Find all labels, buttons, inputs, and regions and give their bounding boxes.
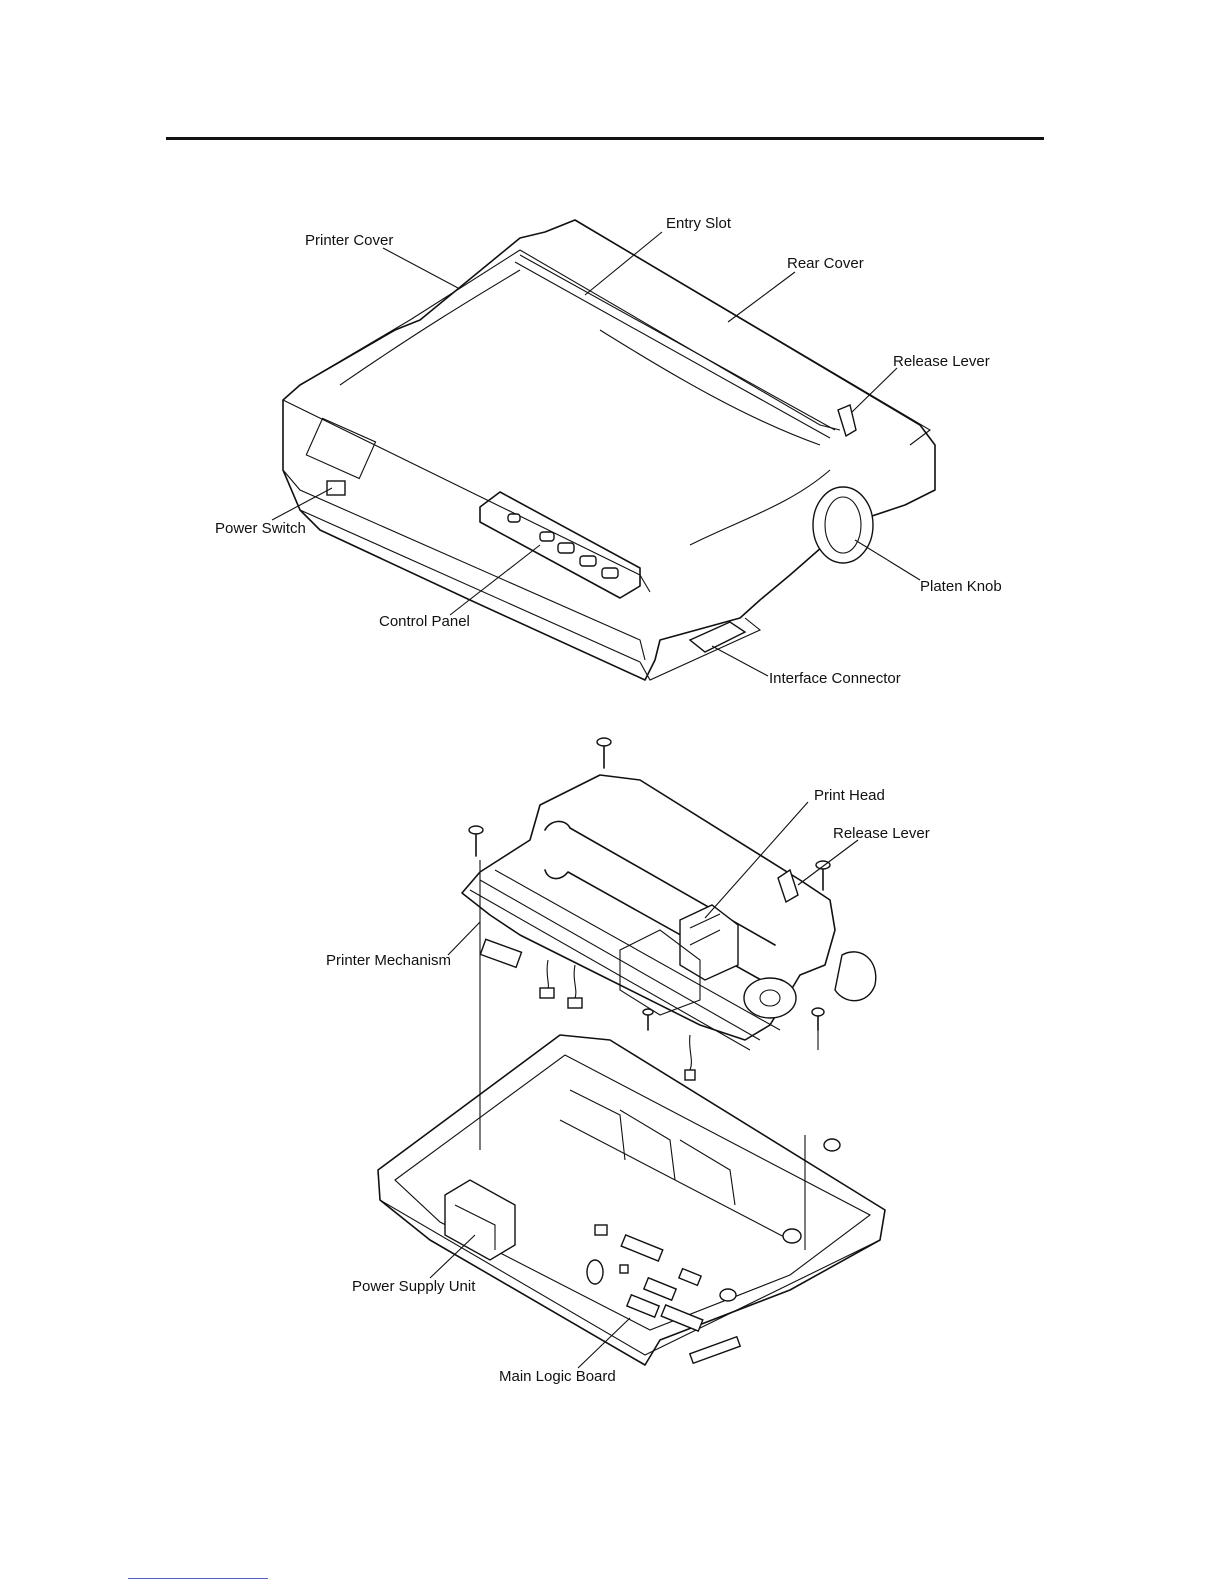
printer-cover-front-curve (340, 270, 830, 545)
screw-icon (812, 1008, 824, 1030)
label-power-switch: Power Switch (215, 520, 306, 537)
label-rear-cover: Rear Cover (787, 255, 864, 272)
label-printer-cover: Printer Cover (305, 232, 393, 249)
leader-entry-slot (585, 232, 662, 295)
leader-main-logic-board (578, 1318, 630, 1368)
cable-connector (568, 998, 582, 1008)
leader-print-head (705, 802, 808, 918)
leader-printer-mechanism (448, 922, 480, 955)
screw-icon (643, 1009, 653, 1030)
label-interface-connector: Interface Connector (769, 670, 901, 687)
edge-connector (690, 1337, 740, 1363)
capacitor (783, 1229, 801, 1243)
cable-connector (685, 1070, 695, 1080)
interface-connector-part (690, 622, 745, 652)
label-main-logic-board: Main Logic Board (499, 1368, 616, 1385)
label-entry-slot: Entry Slot (666, 215, 731, 232)
label-print-head: Print Head (814, 787, 885, 804)
main-logic-board-chips (595, 1225, 703, 1331)
platen-knob-part (813, 487, 873, 563)
leader-release-lever-bottom (798, 840, 858, 885)
leader-power-supply-unit (430, 1235, 475, 1278)
leader-power-switch (272, 488, 332, 520)
label-release-lever-top: Release Lever (893, 353, 990, 370)
top-leader-lines (272, 232, 920, 676)
platen-roller (545, 821, 775, 985)
leader-interface-connector (712, 646, 768, 676)
screw-icon (816, 861, 830, 890)
leader-platen-knob (855, 540, 920, 580)
power-switch-part (327, 481, 345, 495)
assembled-printer-illustration (283, 220, 935, 680)
screw-icon (597, 738, 611, 768)
label-platen-knob: Platen Knob (920, 578, 1002, 595)
power-supply-unit-part (445, 1180, 515, 1260)
rear-cover-outline (545, 220, 930, 445)
leader-release-lever-top (852, 368, 897, 412)
leader-printer-cover (383, 248, 458, 288)
capacitor (587, 1260, 603, 1284)
screw-icon (469, 826, 483, 856)
leader-control-panel (450, 545, 540, 615)
cable-connector (540, 988, 554, 998)
label-printer-mechanism: Printer Mechanism (326, 952, 451, 969)
nut-icon (824, 1139, 840, 1151)
exploded-view-illustration (378, 738, 885, 1365)
platen-gear (835, 952, 876, 1001)
printer-front-window (306, 418, 375, 478)
release-lever-mechanism-part (778, 870, 798, 902)
footer-rule (128, 1578, 268, 1579)
printer-top-outline (283, 220, 935, 680)
label-control-panel: Control Panel (379, 613, 470, 630)
release-lever-part (838, 405, 856, 436)
cable-connector (480, 939, 521, 967)
print-head-part (680, 905, 738, 980)
capacitor (720, 1289, 736, 1301)
label-power-supply-unit: Power Supply Unit (352, 1278, 475, 1295)
leader-rear-cover (728, 272, 795, 322)
carriage-motor (744, 978, 796, 1018)
label-release-lever-bottom: Release Lever (833, 825, 930, 842)
